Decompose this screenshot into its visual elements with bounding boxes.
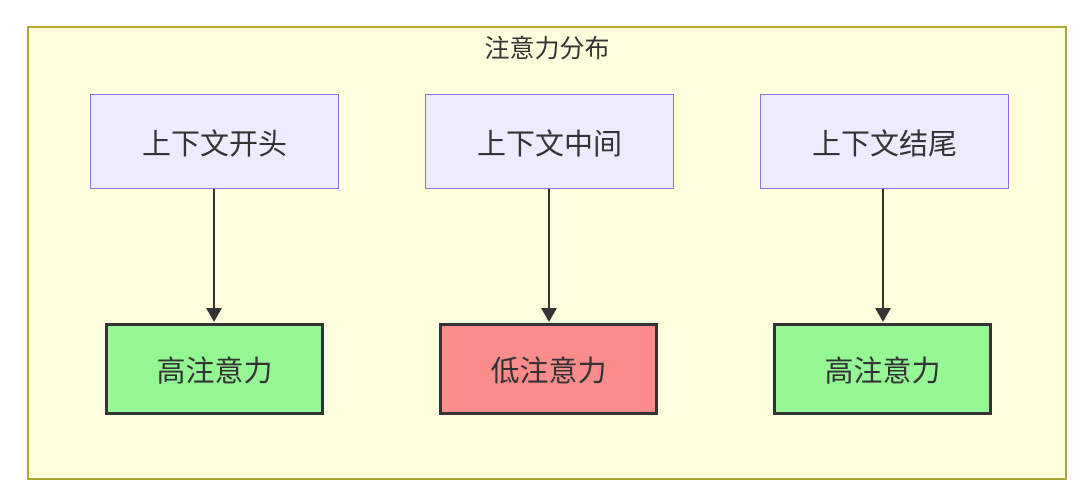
diagram-frame: 注意力分布 上下文开头 高注意力 上下文中间 低注意力 上下文结尾 [27,26,1067,480]
arrow-head-icon [206,308,222,322]
arrow-connector-end [873,189,893,322]
node-context-start-label: 上下文开头 [141,128,287,161]
node-context-middle-label: 上下文中间 [476,128,622,161]
node-attention-middle-label: 低注意力 [490,356,607,388]
diagram-title: 注意力分布 [484,35,610,63]
arrow-connector-middle [539,189,559,322]
arrow-connector-start [204,189,224,322]
node-context-end: 上下文结尾 [760,94,1009,189]
node-context-middle: 上下文中间 [425,94,674,189]
node-attention-start-label: 高注意力 [156,356,273,388]
node-context-start: 上下文开头 [90,94,339,189]
node-attention-start: 高注意力 [105,323,324,415]
node-attention-middle: 低注意力 [439,323,658,415]
arrow-head-icon [541,308,557,322]
arrow-line [213,189,215,309]
arrow-head-icon [875,308,891,322]
arrow-line [548,189,550,309]
arrow-line [882,189,884,309]
node-attention-end-label: 高注意力 [824,356,941,388]
node-attention-end: 高注意力 [773,323,992,415]
node-context-end-label: 上下文结尾 [811,128,957,161]
